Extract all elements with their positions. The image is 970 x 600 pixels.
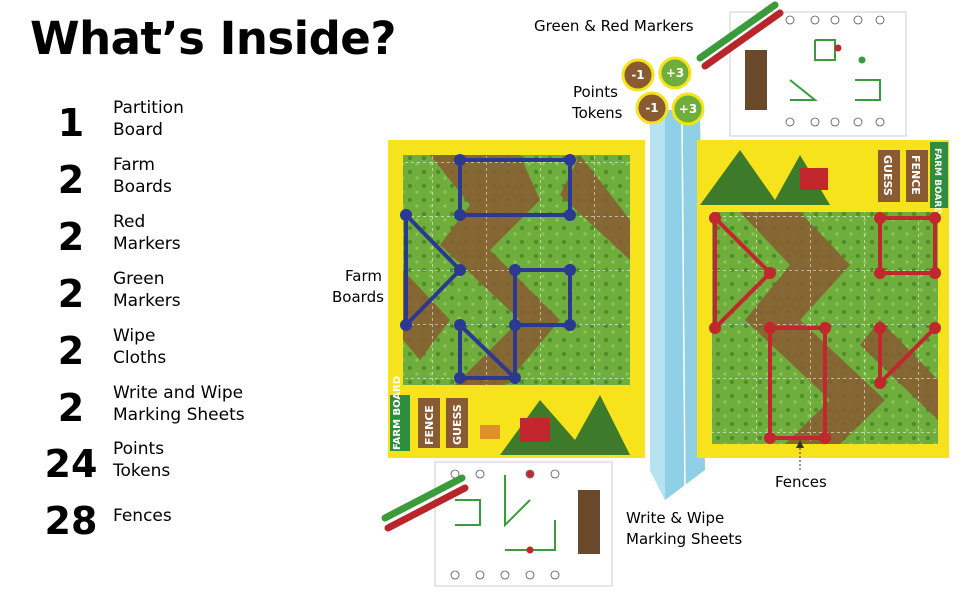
item-quantity: 1 [57, 101, 85, 145]
page-title: What’s Inside? [30, 12, 396, 65]
farm-board-label: FARM BOARD [392, 376, 403, 450]
svg-text:+3: +3 [666, 66, 684, 80]
fence-sign: FENCE [423, 405, 436, 445]
item-quantity: 24 [44, 442, 98, 486]
svg-text:-1: -1 [645, 101, 658, 115]
item-quantity: 28 [44, 499, 98, 543]
marking-sheet-top [729, 11, 907, 137]
marking-sheet-bottom [434, 461, 613, 587]
blue-fence-posts [400, 154, 576, 384]
partition-board [650, 110, 705, 500]
item-quantity: 2 [57, 329, 85, 373]
points-tokens: -1 +3 -1 +3 [621, 56, 705, 126]
item-label: Fences [113, 506, 172, 526]
markers-bottom [381, 474, 469, 532]
guess-sign: GUESS [451, 404, 464, 445]
item-quantity: 2 [57, 215, 85, 259]
guess-sign: GUESS [881, 155, 894, 196]
callout-markers: Green & Red Markers [534, 17, 694, 35]
red-fence-posts [709, 212, 941, 444]
svg-text:+3: +3 [679, 102, 697, 116]
fence-sign: FENCE [909, 155, 922, 195]
farm-board-label: FARM BOARD [932, 148, 942, 215]
fences-pointer-arrow [796, 440, 804, 448]
item-quantity: 2 [57, 386, 85, 430]
farm-board-left: FARM BOARD FENCE GUESS [388, 140, 645, 458]
callout-fences: Fences [775, 473, 827, 491]
svg-text:-1: -1 [631, 68, 644, 82]
item-quantity: 2 [57, 158, 85, 202]
item-quantity: 2 [57, 272, 85, 316]
markers-top [696, 1, 784, 70]
farm-board-right: GUESS FENCE FARM BOARD [697, 140, 949, 458]
list-item: 28 Fences [40, 495, 300, 543]
